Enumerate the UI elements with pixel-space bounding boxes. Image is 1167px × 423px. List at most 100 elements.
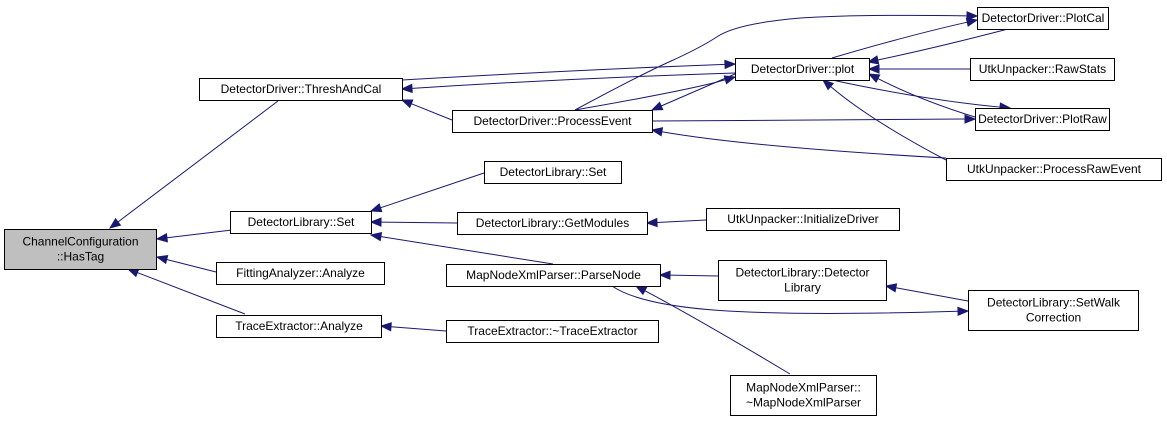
arrowhead-icon bbox=[108, 217, 122, 229]
arrowhead-icon bbox=[400, 83, 413, 94]
edge-threshcal-to-hastag bbox=[108, 100, 279, 229]
node-rawstats[interactable]: UtkUnpacker::RawStats bbox=[970, 58, 1115, 81]
node-label: DetectorDriver::PlotRaw bbox=[978, 112, 1107, 126]
edge-line bbox=[574, 14, 968, 111]
node-box bbox=[975, 108, 1110, 131]
edge-line bbox=[656, 219, 707, 223]
node-label: TraceExtractor::Analyze bbox=[235, 319, 363, 333]
edge-processevent-to-threshcal bbox=[400, 99, 453, 121]
node-libset1[interactable]: DetectorLibrary::Set bbox=[230, 211, 372, 234]
edge-line bbox=[401, 63, 726, 81]
node-parsenode[interactable]: MapNodeXmlParser::ParseNode bbox=[446, 264, 661, 287]
node-label: Correction bbox=[1026, 311, 1081, 325]
node-box bbox=[446, 264, 661, 287]
edge-processevent-to-plotcal bbox=[574, 11, 979, 111]
node-label: DetectorDriver::ProcessEvent bbox=[473, 114, 632, 128]
arrowhead-icon bbox=[964, 114, 977, 124]
node-box bbox=[706, 208, 900, 231]
edge-line bbox=[380, 236, 554, 265]
arrowhead-icon bbox=[645, 217, 658, 228]
edge-line bbox=[831, 79, 1001, 108]
node-initdriver[interactable]: UtkUnpacker::InitializeDriver bbox=[706, 208, 900, 231]
edge-line bbox=[877, 78, 976, 118]
edge-libset1-to-hastag bbox=[155, 229, 233, 243]
edge-line bbox=[651, 118, 966, 122]
arrowhead-icon bbox=[650, 127, 664, 137]
node-label: Library bbox=[784, 281, 821, 295]
edge-line bbox=[661, 131, 947, 159]
node-label: DetectorDriver::plot bbox=[751, 62, 855, 76]
arrowhead-icon bbox=[369, 203, 383, 213]
node-label: DetectorDriver::PlotCal bbox=[982, 11, 1105, 25]
node-box bbox=[970, 58, 1115, 81]
node-label: UtkUnpacker::RawStats bbox=[979, 62, 1106, 76]
arrowhead-icon bbox=[379, 322, 392, 332]
node-label: DetectorLibrary::GetModules bbox=[476, 216, 629, 230]
node-mapdtor[interactable]: MapNodeXmlParser::~MapNodeXmlParser bbox=[730, 375, 877, 416]
node-plot[interactable]: DetectorDriver::plot bbox=[735, 58, 870, 81]
edge-line bbox=[137, 272, 246, 315]
edge-rawstats-to-plot bbox=[867, 64, 970, 74]
edge-parsenode-to-libset1 bbox=[369, 231, 554, 265]
edge-line bbox=[831, 21, 968, 59]
arrowhead-icon bbox=[724, 59, 737, 70]
node-box bbox=[484, 161, 622, 184]
edge-line bbox=[574, 79, 726, 111]
node-label: DetectorDriver::ThreshAndCal bbox=[221, 82, 382, 96]
node-plotraw[interactable]: DetectorDriver::PlotRaw bbox=[975, 108, 1110, 131]
arrowhead-icon bbox=[155, 254, 169, 265]
node-hastag[interactable]: ChannelConfiguration::HasTag bbox=[4, 229, 157, 270]
edge-threshcal-to-plot bbox=[401, 59, 737, 81]
nodes-layer: ChannelConfiguration::HasTag DetectorDriv… bbox=[4, 7, 1162, 416]
edge-plot-to-processevent bbox=[650, 73, 736, 111]
node-plotcal[interactable]: DetectorDriver::PlotCal bbox=[977, 7, 1109, 30]
edge-line bbox=[830, 86, 947, 161]
edge-plot-to-plotraw bbox=[831, 79, 1012, 112]
edge-line bbox=[117, 100, 279, 223]
arrowhead-icon bbox=[866, 55, 880, 65]
edge-line bbox=[644, 290, 791, 375]
node-label: ::HasTag bbox=[57, 250, 104, 264]
node-label: MapNodeXmlParser::ParseNode bbox=[466, 268, 641, 282]
edge-line bbox=[411, 72, 736, 89]
edge-libset2-to-libset1 bbox=[369, 172, 485, 213]
arrowhead-icon bbox=[957, 306, 970, 317]
node-libset2[interactable]: DetectorLibrary::Set bbox=[484, 161, 622, 184]
arrowhead-icon bbox=[867, 64, 880, 74]
node-processevent[interactable]: DetectorDriver::ProcessEvent bbox=[452, 110, 653, 133]
edge-line bbox=[166, 258, 217, 273]
edge-plotcal-to-plot bbox=[866, 28, 1009, 65]
edge-setwalk-to-libctor bbox=[884, 283, 969, 302]
node-getmodules[interactable]: DetectorLibrary::GetModules bbox=[457, 212, 648, 235]
edge-line bbox=[669, 274, 719, 277]
node-traceanalyze[interactable]: TraceExtractor::Analyze bbox=[216, 315, 382, 338]
edge-tracedtor-to-traceanalyze bbox=[379, 322, 447, 332]
edge-processevent-to-plot bbox=[574, 75, 737, 111]
edge-processraw-to-plot bbox=[821, 79, 947, 161]
edge-plot-to-threshcal bbox=[400, 72, 736, 94]
node-label: DetectorLibrary::Detector bbox=[735, 266, 869, 280]
node-processraw[interactable]: UtkUnpacker::ProcessRawEvent bbox=[946, 158, 1162, 181]
arrowhead-icon bbox=[634, 285, 648, 296]
arrowhead-icon bbox=[821, 79, 835, 91]
node-tracedtor[interactable]: TraceExtractor::~TraceExtractor bbox=[446, 320, 659, 343]
node-box bbox=[735, 58, 870, 81]
node-label: MapNodeXmlParser:: bbox=[746, 381, 861, 395]
edge-line bbox=[380, 172, 485, 209]
node-box bbox=[946, 158, 1162, 181]
edge-line bbox=[877, 28, 1009, 61]
arrowhead-icon bbox=[884, 283, 898, 293]
node-label: ChannelConfiguration bbox=[22, 235, 138, 249]
node-fitting[interactable]: FittingAnalyzer::Analyze bbox=[216, 262, 385, 285]
node-libctor[interactable]: DetectorLibrary::DetectorLibrary bbox=[718, 260, 887, 301]
node-box bbox=[4, 229, 157, 270]
node-threshcal[interactable]: DetectorDriver::ThreshAndCal bbox=[199, 78, 403, 101]
node-box bbox=[199, 78, 403, 101]
node-box bbox=[968, 290, 1139, 331]
node-box bbox=[216, 315, 382, 338]
arrowhead-icon bbox=[658, 270, 671, 280]
node-label: DetectorLibrary::Set bbox=[248, 215, 355, 229]
edge-line bbox=[380, 221, 458, 224]
